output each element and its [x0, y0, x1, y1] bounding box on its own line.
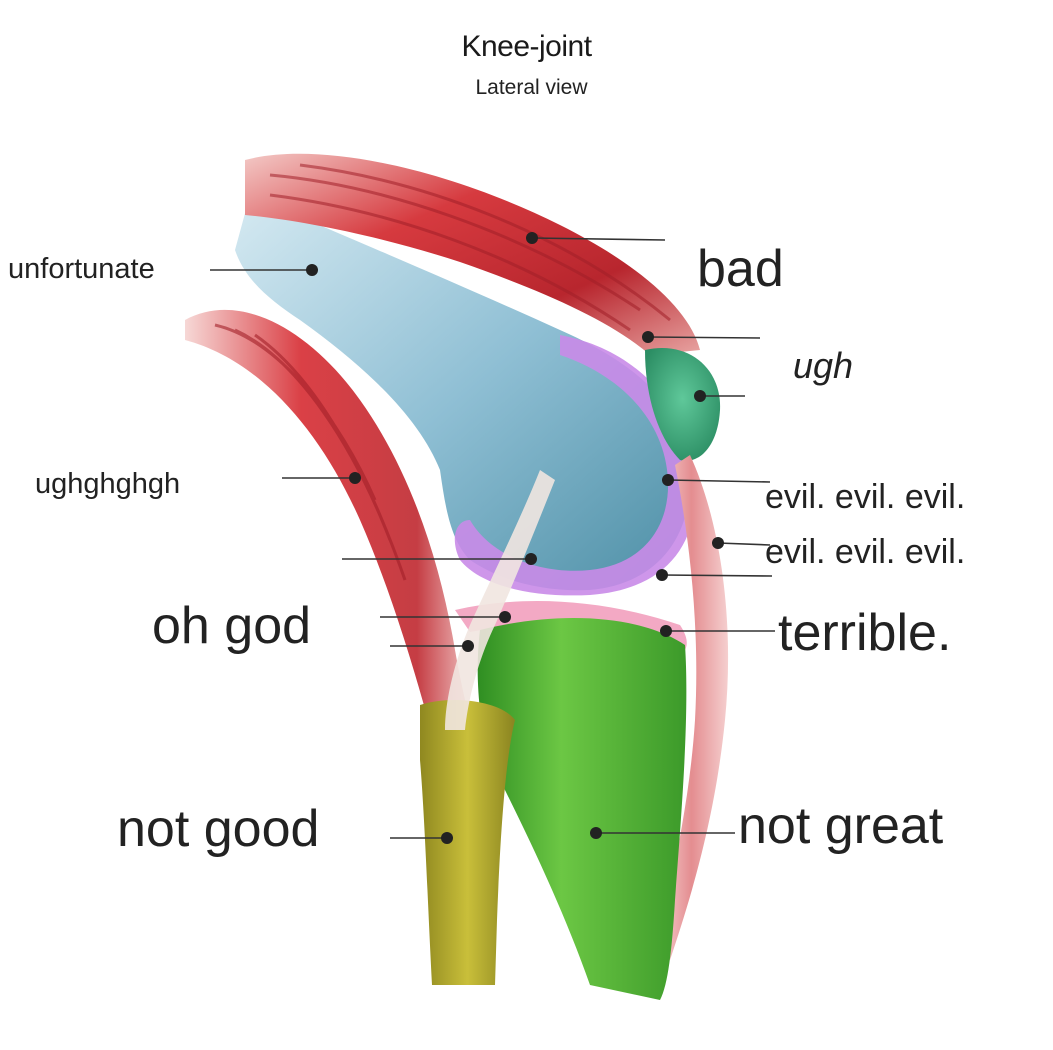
label-evil-1: evil. evil. evil. [765, 478, 966, 516]
label-evil-2: evil. evil. evil. [765, 533, 966, 571]
label-ugh: ugh [793, 345, 854, 386]
label-not-good: not good [117, 800, 320, 858]
hamstring-striations [214, 323, 407, 581]
label-terrible: terrible. [778, 604, 952, 662]
leader-dots [306, 232, 724, 844]
label-not-great: not great [738, 797, 944, 855]
leader-lines [210, 237, 775, 839]
femur-bone [235, 195, 690, 591]
label-oh-god: oh god [152, 597, 312, 655]
label-ughghghgh: ughghghgh [35, 468, 181, 500]
diagram-title: Knee-joint [461, 30, 592, 63]
tibia-bone [477, 618, 687, 1000]
diagram-subtitle: Lateral view [475, 76, 588, 99]
patella-bone [645, 348, 721, 461]
cruciate-ligaments [445, 470, 555, 730]
label-bad: bad [697, 240, 784, 298]
quadriceps-muscle [245, 153, 700, 355]
femur-cartilage [454, 335, 696, 596]
label-unfortunate: unfortunate [8, 253, 155, 285]
quadriceps-striations [269, 163, 671, 332]
fibula-bone [420, 700, 515, 985]
patellar-ligament [655, 455, 729, 960]
